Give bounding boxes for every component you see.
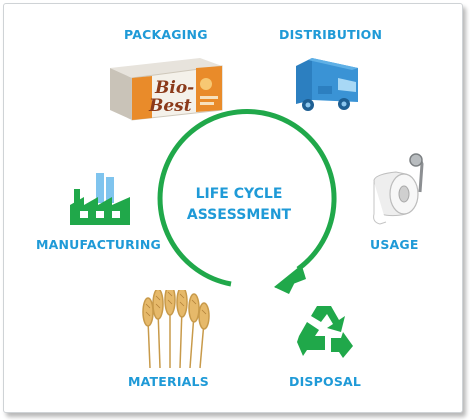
center-title-line-1: LIFE CYCLE bbox=[195, 186, 283, 202]
factory-icon bbox=[70, 173, 130, 225]
recycle-icon bbox=[297, 306, 353, 358]
delivery-truck-icon bbox=[296, 58, 358, 111]
label-packaging: PACKAGING bbox=[124, 27, 208, 42]
label-usage: USAGE bbox=[370, 237, 419, 252]
label-manufacturing: MANUFACTURING bbox=[36, 237, 161, 252]
center-title-line-2: ASSESSMENT bbox=[186, 207, 292, 223]
toilet-paper-roll-icon bbox=[373, 153, 424, 225]
product-box-icon: Bio- Best bbox=[110, 58, 223, 121]
center-title: LIFE CYCLE ASSESSMENT bbox=[164, 184, 314, 226]
wheat-icon bbox=[142, 290, 210, 369]
diagram-frame: LIFE CYCLE ASSESSMENT PACKAGING Bio- Bes… bbox=[3, 3, 463, 413]
box-brand-line-2: Best bbox=[148, 96, 192, 116]
label-disposal: DISPOSAL bbox=[289, 374, 362, 389]
label-distribution: DISTRIBUTION bbox=[279, 27, 383, 42]
box-brand-line-1: Bio- bbox=[154, 78, 194, 98]
label-materials: MATERIALS bbox=[128, 374, 209, 389]
cycle-arrow-icon bbox=[157, 109, 337, 294]
